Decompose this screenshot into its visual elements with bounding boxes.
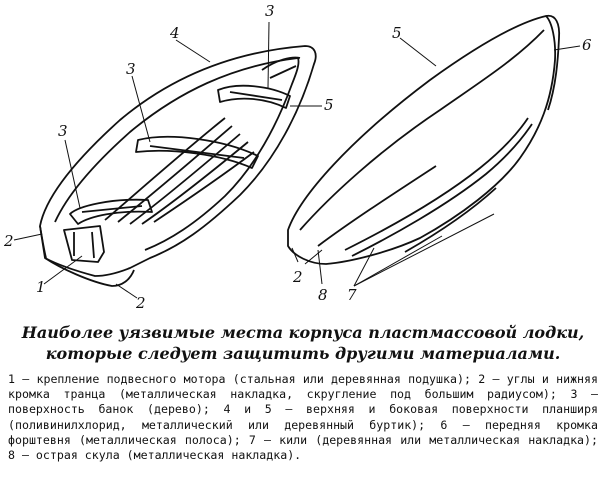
seat-stern-slat — [81, 205, 143, 213]
keel-2 — [351, 123, 533, 257]
floorboard-1 — [104, 117, 226, 221]
label-2-right: 2 — [292, 268, 303, 286]
label-3-top: 3 — [265, 2, 275, 20]
hull-side — [39, 225, 135, 287]
label-7: 7 — [347, 286, 357, 304]
labels-boat1: 3 4 3 5 3 2 1 2 — [3, 2, 334, 312]
label-2-left: 2 — [3, 232, 14, 250]
hull-bottom-outline — [287, 15, 557, 265]
seat-stern — [69, 198, 153, 225]
boat-top-view — [13, 21, 322, 299]
leader-lines-boat1 — [13, 21, 322, 299]
chine — [299, 29, 545, 231]
labels-boat2: 5 6 2 8 7 — [292, 24, 592, 304]
seat-middle — [135, 135, 259, 169]
caption-title: Наиболее уязвимые места корпуса пластмас… — [21, 323, 585, 363]
caption-body: 1 — крепление подвесного мотора (стальна… — [8, 372, 598, 463]
seat-bow-slat — [229, 91, 283, 101]
hull-edge — [545, 14, 561, 111]
keel-3 — [404, 187, 497, 253]
label-5: 5 — [324, 96, 334, 114]
label-3-stern: 3 — [58, 122, 68, 140]
label-5-right: 5 — [392, 24, 402, 42]
boat-vulnerability-diagram: 3 4 3 5 3 2 1 2 5 6 — [3, 2, 592, 312]
hull-outline — [39, 45, 317, 277]
label-2-bottom: 2 — [135, 294, 146, 312]
floorboard-4 — [141, 141, 249, 225]
caption-legend: 1 — крепление подвесного мотора (стальна… — [8, 372, 598, 463]
label-3-middle: 3 — [126, 60, 136, 78]
centre-line — [317, 165, 437, 247]
boat-bottom-view — [287, 14, 581, 287]
label-1: 1 — [36, 278, 46, 296]
label-4: 4 — [169, 24, 180, 42]
motor-pad — [73, 231, 95, 259]
seat-middle-slat — [149, 145, 245, 159]
gunwale-inner — [54, 57, 300, 251]
label-6: 6 — [582, 36, 592, 54]
transom — [63, 225, 105, 263]
floorboard-5 — [153, 151, 255, 223]
label-8: 8 — [318, 286, 328, 304]
bow-deck — [261, 56, 301, 79]
keel-1 — [344, 117, 529, 251]
leader-lines-boat2 — [291, 37, 581, 287]
seat-bow — [217, 84, 291, 109]
